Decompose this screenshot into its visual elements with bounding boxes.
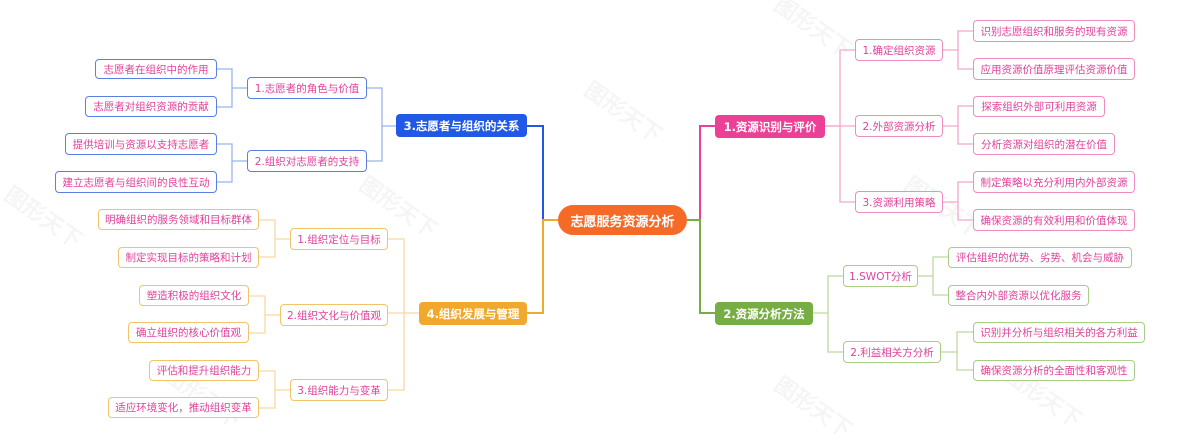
branch-node-analysis-methods[interactable]: 2.资源分析方法 [715, 302, 813, 325]
leaf-node[interactable]: 整合内外部资源以优化服务 [948, 285, 1089, 306]
leaf-node[interactable]: 评估组织的优势、劣势、机会与威胁 [948, 247, 1132, 268]
branch-node-volunteer-relationship[interactable]: 3.志愿者与组织的关系 [396, 114, 527, 137]
watermark: 图形天下 [769, 0, 859, 64]
leaf-node[interactable]: 确保资源分析的全面性和客观性 [973, 360, 1135, 381]
leaf-node[interactable]: 建立志愿者与组织间的良性互动 [55, 171, 217, 193]
watermark: 图形天下 [769, 368, 859, 444]
root-node[interactable]: 志愿服务资源分析 [558, 205, 687, 235]
sub-node[interactable]: 2.组织文化与价值观 [280, 304, 388, 326]
sub-node[interactable]: 1.组织定位与目标 [290, 228, 388, 250]
leaf-node[interactable]: 探索组织外部可利用资源 [973, 96, 1105, 117]
sub-node[interactable]: 2.外部资源分析 [855, 115, 943, 137]
sub-node[interactable]: 1.SWOT分析 [843, 265, 918, 287]
leaf-node[interactable]: 评估和提升组织能力 [149, 360, 259, 381]
sub-node[interactable]: 2.组织对志愿者的支持 [247, 150, 367, 172]
leaf-node[interactable]: 明确组织的服务领域和目标群体 [98, 209, 259, 230]
leaf-node[interactable]: 分析资源对组织的潜在价值 [973, 133, 1115, 155]
sub-node[interactable]: 2.利益相关方分析 [843, 341, 941, 363]
leaf-node[interactable]: 塑造积极的组织文化 [139, 285, 249, 306]
leaf-node[interactable]: 制定策略以充分利用内外部资源 [973, 171, 1135, 193]
sub-node[interactable]: 1.确定组织资源 [855, 39, 943, 61]
leaf-node[interactable]: 确立组织的核心价值观 [128, 322, 249, 343]
branch-node-org-development[interactable]: 4.组织发展与管理 [419, 302, 527, 325]
leaf-node[interactable]: 适应环境变化，推动组织变革 [108, 397, 259, 418]
branch-node-resource-identification[interactable]: 1.资源识别与评价 [715, 115, 825, 138]
leaf-node[interactable]: 识别并分析与组织相关的各方利益 [973, 322, 1145, 343]
leaf-node[interactable]: 制定实现目标的策略和计划 [118, 247, 259, 268]
sub-node[interactable]: 3.组织能力与变革 [290, 379, 388, 401]
leaf-node[interactable]: 确保资源的有效利用和价值体现 [973, 209, 1135, 231]
leaf-node[interactable]: 志愿者在组织中的作用 [95, 59, 217, 79]
leaf-node[interactable]: 识别志愿组织和服务的现有资源 [973, 20, 1135, 42]
sub-node[interactable]: 3.资源利用策略 [855, 191, 943, 213]
watermark: 图形天下 [579, 73, 669, 150]
leaf-node[interactable]: 提供培训与资源以支持志愿者 [65, 133, 217, 155]
leaf-node[interactable]: 应用资源价值原理评估资源价值 [973, 58, 1135, 80]
leaf-node[interactable]: 志愿者对组织资源的贡献 [85, 96, 217, 117]
sub-node[interactable]: 1.志愿者的角色与价值 [247, 77, 367, 99]
